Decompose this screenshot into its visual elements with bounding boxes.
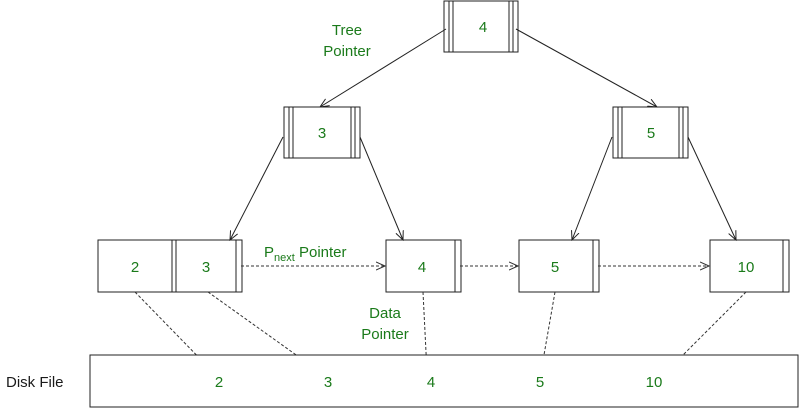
disk-record: 2 [215,374,223,391]
edge-left-to-leaf4 [359,136,403,240]
root-node-value: 4 [479,19,487,36]
leaf-key-2: 2 [131,259,139,276]
internal-right-value: 5 [647,125,655,142]
internal-node-left: 3 [283,106,361,159]
data-pointer-2 [134,291,213,372]
disk-record: 10 [646,374,663,391]
leaf-node-5: 5 [518,239,600,293]
leaf-node-10: 10 [709,239,790,293]
disk-record: 4 [427,374,435,391]
tree-pointer-edges [230,28,736,240]
root-node: 4 [443,0,519,53]
annotation-labels: Tree Pointer Pnext Pointer Data Pointer [264,22,409,343]
disk-file: Disk File 2 3 4 5 10 [6,354,799,408]
pnext-subscript: next [274,252,295,264]
edge-right-to-leaf5 [572,136,613,240]
internal-left-value: 3 [318,125,326,142]
leaf-node-2-3: 2 3 [97,239,243,293]
pnext-pointer-label: Pnext Pointer [264,244,347,264]
pnext-rest: Pointer [295,244,347,261]
data-pointer-10 [666,291,747,372]
edge-left-to-leaf23 [230,136,284,240]
data-pointer-label-line1: Data [369,305,401,322]
leaf-key-10: 10 [738,259,755,276]
edge-root-to-left [320,28,447,107]
pnext-p: P [264,244,274,261]
leaf-key-4: 4 [418,259,426,276]
leaf-key-3: 3 [202,259,210,276]
leaf-node-4: 4 [385,239,462,293]
data-pointer-3 [207,291,320,372]
edge-root-to-right [515,28,657,107]
disk-file-box [89,354,799,408]
disk-file-label: Disk File [6,374,64,391]
leaf-key-5: 5 [551,259,559,276]
data-pointer-label-line2: Pointer [361,326,409,343]
edge-right-to-leaf10 [687,136,736,240]
disk-record: 5 [536,374,544,391]
disk-record: 3 [324,374,332,391]
tree-pointer-label-line2: Pointer [323,43,371,60]
internal-node-right: 5 [612,106,689,159]
tree-pointer-label-line1: Tree [332,22,362,39]
